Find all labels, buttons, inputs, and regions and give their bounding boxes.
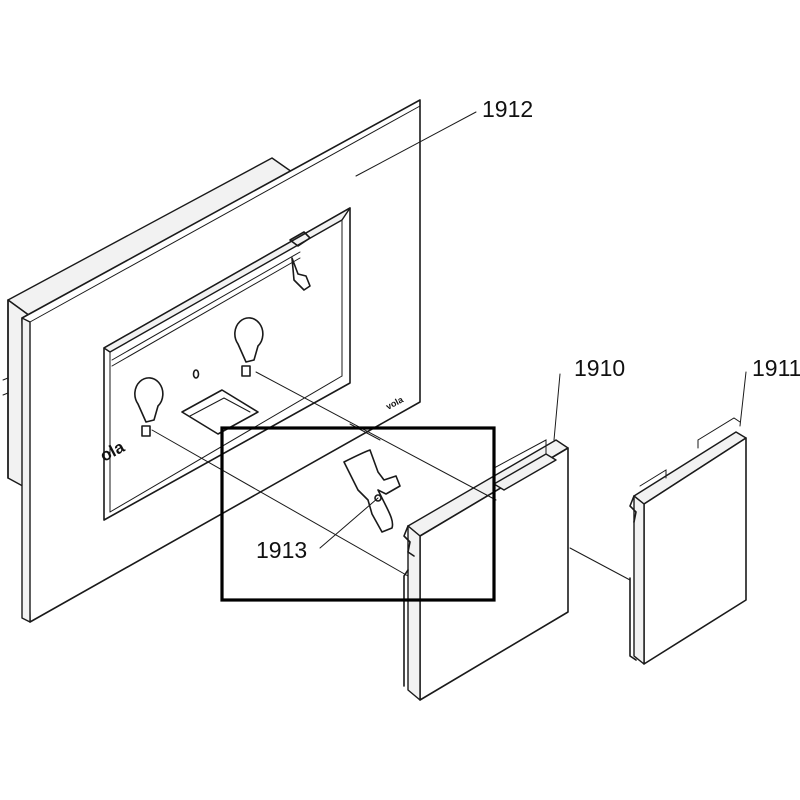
screw-hole (192, 369, 200, 379)
label-1911: 1911 (752, 355, 800, 381)
leader-1912 (355, 111, 477, 177)
leader-1910 (553, 373, 561, 441)
detail-highlight-frame (220, 426, 496, 602)
cover-front (403, 373, 569, 701)
label-1910: 1910 (574, 355, 625, 381)
keyhole-mount-right (234, 317, 264, 377)
leader-1911 (739, 371, 747, 427)
faceplate-edge (21, 317, 31, 623)
cover-rear-hook (629, 495, 637, 523)
cover-front-side (407, 525, 421, 701)
recess-slot (181, 389, 259, 435)
cover-front-tab (493, 453, 557, 491)
clip-part (319, 449, 401, 549)
clip-pivot (374, 494, 382, 502)
label-1913: 1913 (256, 537, 307, 563)
recess-clip (289, 231, 311, 291)
cover-rear-face (643, 437, 747, 665)
cover-front-hook (403, 525, 415, 557)
cover-rear (629, 371, 747, 665)
label-1912: 1912 (482, 96, 533, 122)
keyhole-mount-left (134, 377, 164, 437)
cover-rear-side (633, 495, 645, 665)
clip-body (343, 449, 401, 533)
opening-top-wall (103, 207, 351, 353)
leader-1913 (319, 497, 379, 549)
faceplate: vola ola (21, 99, 477, 623)
